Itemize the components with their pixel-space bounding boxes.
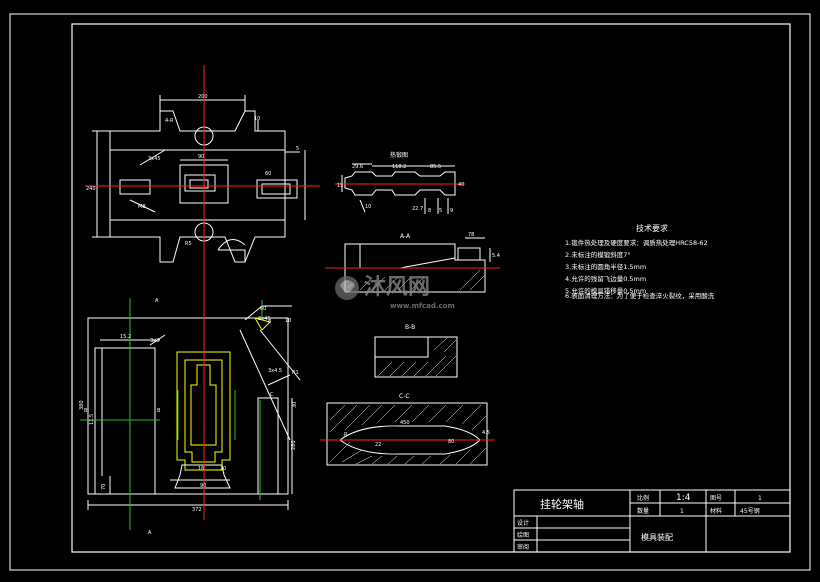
tech-requirements-title: 技术要求 xyxy=(636,223,668,233)
title-block-text: 挂轮架轴 比例 1:4 图号 1 数量 1 材料 45号钢 设计 绘图 审阅 模… xyxy=(517,493,762,551)
view-label-forging: 热锻图 xyxy=(390,151,408,159)
dim-label: 78 xyxy=(468,232,474,238)
sheet-outer-border xyxy=(9,13,811,571)
drawing-frame xyxy=(71,23,791,553)
tech-requirement-item: 6.表面清理方法：为了便于检查淬火裂纹，采用酸洗 xyxy=(565,291,715,300)
dim-label: 70 xyxy=(101,484,107,490)
section-a-a-hatch xyxy=(347,269,485,291)
dim-label: 118.2 xyxy=(392,164,406,170)
dim-label: 8 xyxy=(428,208,431,214)
dim-label: R xyxy=(344,432,348,438)
top-view-centerlines xyxy=(85,65,320,300)
title-block xyxy=(513,489,791,553)
section-c-c xyxy=(326,402,488,466)
dim-label: 5 xyxy=(439,208,442,214)
dim-label: 22.7 xyxy=(412,206,423,212)
drawing-no-label: 图号 xyxy=(710,495,722,502)
dim-label: 15.2 xyxy=(120,334,131,340)
section-mark: B xyxy=(84,408,88,414)
dim-label: 8 xyxy=(268,319,271,325)
watermark-url: www.mfcad.com xyxy=(390,302,455,310)
watermark-logo-icon xyxy=(335,276,359,300)
scale-label: 比例 xyxy=(637,494,649,502)
tech-requirement-item: 5.允许的模具错移量0.5mm xyxy=(565,286,646,295)
dim-label: 4-R xyxy=(165,118,174,124)
view-label-section-bb: B-B xyxy=(405,324,415,331)
dim-label: M8 xyxy=(138,204,146,210)
technical-requirements: 技术要求 1.锻件热处理及硬度要求：调质热处理HRC58-62 2.未标注的模锻… xyxy=(565,223,715,300)
drawing-no-value: 1 xyxy=(758,495,762,502)
dim-label: 380 xyxy=(79,400,85,410)
view-label-section-cc: C-C xyxy=(399,393,410,400)
design-label: 设计 xyxy=(517,519,529,527)
dim-label: 200 xyxy=(198,94,208,100)
dim-label: 29.6 xyxy=(352,164,363,170)
front-view-cavity xyxy=(176,317,271,471)
dim-label: 4.5 xyxy=(482,430,490,436)
tech-requirement-item: 1.锻件热处理及硬度要求：调质热处理HRC58-62 xyxy=(565,238,708,247)
tech-requirement-item: 4.允许的残留飞边量0.5mm xyxy=(565,274,646,283)
dim-label: 60 xyxy=(260,306,266,312)
dim-label: 240 xyxy=(86,186,96,192)
dim-label: R1 xyxy=(292,370,299,376)
section-mark: A xyxy=(148,530,152,536)
section-mark: A xyxy=(155,298,159,304)
dim-label: 90 xyxy=(198,154,204,160)
dim-label: 30 xyxy=(292,402,298,408)
dim-label: 280 xyxy=(291,440,297,450)
dim-label: 80 xyxy=(448,439,454,445)
watermark: 沐风网 www.mfcad.com xyxy=(335,275,455,310)
dim-label: 16 xyxy=(198,466,204,472)
front-view xyxy=(87,305,301,510)
dim-label: 372 xyxy=(192,507,202,513)
dim-label: 10 xyxy=(365,204,371,210)
quantity-value: 1 xyxy=(680,508,684,515)
dim-label: 450 xyxy=(400,420,410,426)
dim-label: 9 xyxy=(450,208,453,214)
dim-label: 22 xyxy=(375,442,381,448)
dim-label: 3x4.5 xyxy=(268,368,282,374)
dimension-labels: 200 10 90 60 5 240 4-R 3x45 M8 R5 热锻图 29… xyxy=(79,94,500,536)
section-c-c-hatch xyxy=(329,404,487,465)
review-label: 审阅 xyxy=(517,543,529,551)
dim-label: 60 xyxy=(265,171,271,177)
tech-requirement-item: 2.未标注的模锻斜度7° xyxy=(565,250,631,259)
dim-label: 3x45 xyxy=(258,316,271,322)
tech-requirement-item: 3.未标注的圆角半径1.5mm xyxy=(565,262,646,271)
drafting-label: 绘图 xyxy=(517,531,529,539)
dim-label: 10 xyxy=(254,116,260,122)
section-b-b xyxy=(374,336,458,378)
quantity-label: 数量 xyxy=(637,507,649,515)
section-b-b-hatch xyxy=(377,337,457,377)
part-name: 挂轮架轴 xyxy=(540,497,584,511)
dim-label: 90 xyxy=(200,483,206,489)
dim-label: 11.5 xyxy=(89,414,95,425)
dim-label: 5.4 xyxy=(492,253,500,259)
forging-detail-view xyxy=(341,163,456,214)
view-label-section-aa: A-A xyxy=(400,233,411,240)
scale-value: 1:4 xyxy=(676,493,691,503)
dim-label: 5 xyxy=(296,146,299,152)
drawing-title: 模具装配 xyxy=(641,532,673,542)
dim-label: R5 xyxy=(185,241,192,247)
dim-label: 15 xyxy=(337,183,343,189)
material-label: 材料 xyxy=(710,507,722,515)
top-view xyxy=(92,95,306,263)
front-view-hidden-lines xyxy=(80,298,263,530)
material-value: 45号钢 xyxy=(740,507,760,515)
dim-label: 40 xyxy=(458,182,464,188)
section-mark: B xyxy=(157,408,161,414)
dim-label: 10 xyxy=(285,318,291,324)
dim-label: 20 xyxy=(220,466,226,472)
dim-label: 85.5 xyxy=(430,164,441,170)
section-mark: C xyxy=(270,392,274,398)
dim-label: 3x3 xyxy=(150,338,159,344)
watermark-brand: 沐风网 xyxy=(364,275,430,300)
dim-label: 3x45 xyxy=(148,156,161,162)
